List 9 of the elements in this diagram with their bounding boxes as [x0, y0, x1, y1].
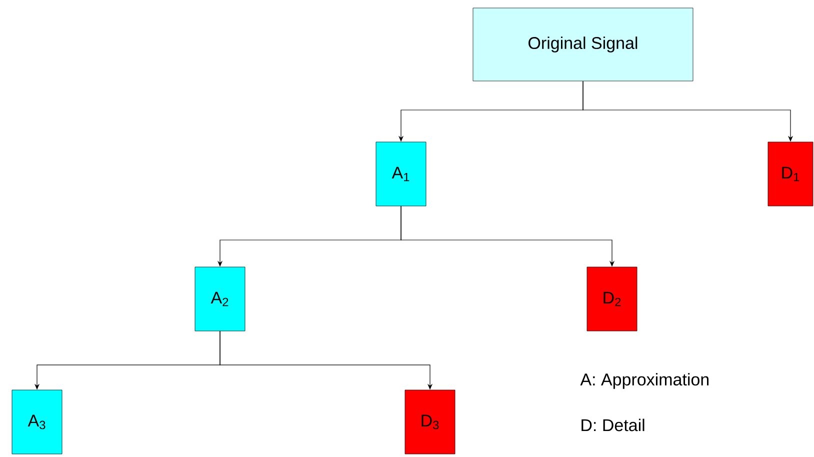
- detail-box: D$_{3}$: [404, 390, 456, 454]
- approximation-box: A$_{3}$: [12, 390, 62, 454]
- legend-text: D: Detail: [582, 418, 644, 432]
- signal-box: Original Signal: [472, 8, 694, 82]
- detail-box: D$_{2}$: [586, 266, 638, 332]
- approximation-box: A$_{1}$: [376, 142, 426, 206]
- legend-text: A: Approximation: [580, 373, 708, 389]
- approximation-box: A$_{2}$: [194, 266, 246, 332]
- detail-box: D$_{1}$: [768, 142, 814, 206]
